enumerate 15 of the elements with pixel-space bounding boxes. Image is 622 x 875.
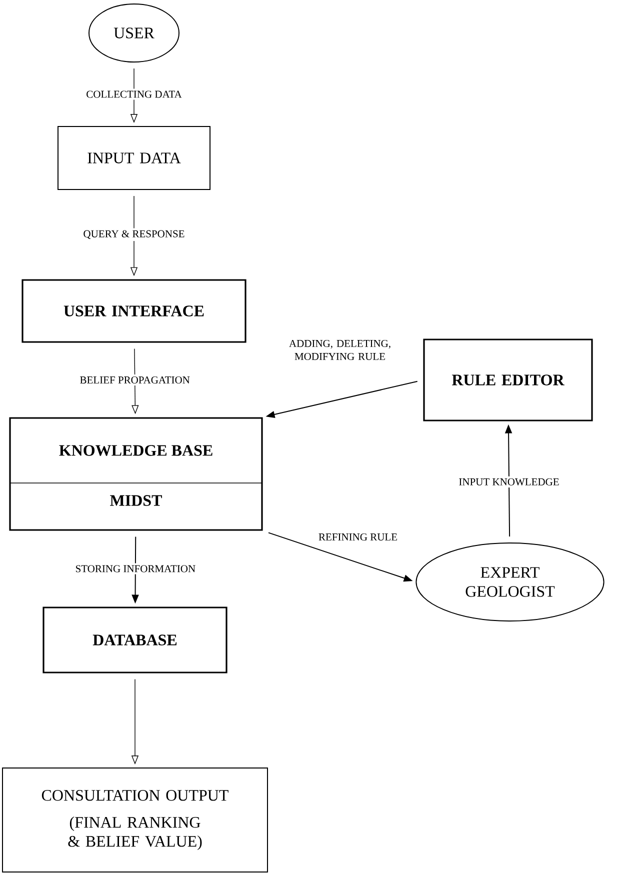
process-box: USER INTERFACE xyxy=(22,279,246,343)
process-box: RULE EDITOR xyxy=(423,338,593,422)
process-box: CONSULTATION OUTPUT (FINAL RANKING & BELIEF VALUE) xyxy=(2,768,268,872)
edge-label: INPUT KNOWLEDGE xyxy=(456,476,562,488)
edge-label: BELIEF PROPAGATION xyxy=(78,374,192,386)
edge-label: REFINING RULE xyxy=(318,533,397,541)
edge-label: ADDING, DELETING, MODIFYING RULE xyxy=(289,340,390,360)
process-box: INPUT DATA xyxy=(58,126,210,190)
process-box: DATABASE xyxy=(42,606,228,674)
edge-label: QUERY & RESPONSE xyxy=(81,228,187,241)
oval-node: EXPERT GEOLOGIST xyxy=(416,542,604,622)
oval-node: USER xyxy=(88,4,180,62)
edge-label: COLLECTING DATA xyxy=(84,88,184,100)
process-box: KNOWLEDGE BASE MIDST xyxy=(9,417,263,531)
edge-label: STORING INFORMATION xyxy=(73,563,198,574)
